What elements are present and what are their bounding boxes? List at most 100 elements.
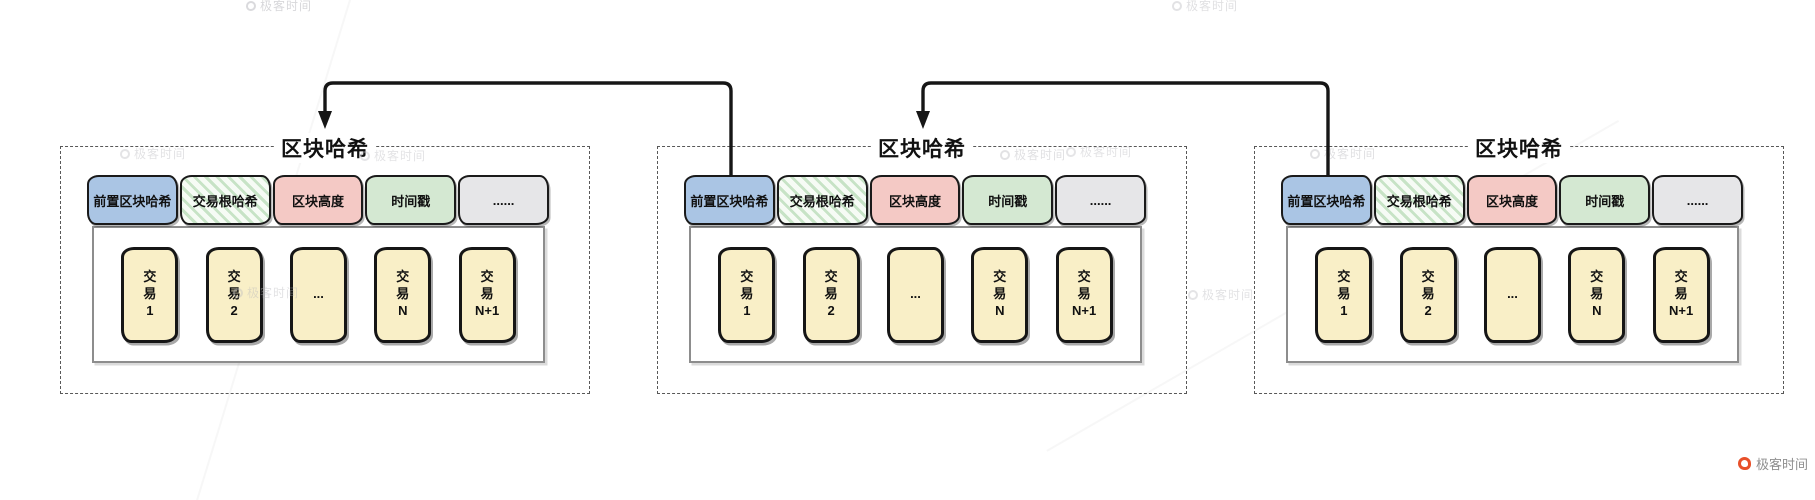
geektime-watermark-icon	[1000, 149, 1010, 160]
watermark-label: 极客时间	[1186, 0, 1239, 13]
field-label: 区块高度	[1485, 193, 1538, 209]
geektime-logo-icon	[1738, 457, 1751, 470]
transaction-label: 交 易 N	[993, 269, 1007, 318]
field-label: 时间戳	[988, 193, 1028, 209]
watermark-label: 极客时间	[1202, 288, 1255, 302]
field-timestamp: 时间戳	[1559, 175, 1651, 225]
watermark-label: 极客时间	[1080, 145, 1133, 159]
field-block-height: 区块高度	[272, 175, 364, 225]
geektime-watermark-icon	[360, 150, 370, 161]
block-header-row: 前置区块哈希 交易根哈希 区块高度 时间戳 ......	[684, 175, 1146, 225]
block-2: 区块哈希 前置区块哈希 交易根哈希 区块高度 时间戳 ...... 交 易 1 …	[657, 133, 1187, 394]
transaction-box: 交 易 N+1	[1652, 246, 1710, 343]
transaction-label: 交 易 2	[1421, 269, 1435, 318]
transaction-label: 交 易 1	[1337, 269, 1351, 318]
watermark: 极客时间	[120, 145, 186, 162]
field-label: ......	[492, 192, 515, 208]
transaction-label: ...	[910, 286, 921, 302]
watermark: 极客时间	[233, 284, 299, 301]
transaction-label: 交 易 1	[740, 269, 754, 318]
field-block-height: 区块高度	[1466, 175, 1558, 225]
geektime-watermark-icon	[120, 148, 130, 159]
watermark: 极客时间	[246, 0, 312, 14]
field-label: 区块高度	[888, 193, 941, 209]
block-header-row: 前置区块哈希 交易根哈希 区块高度 时间戳 ......	[1281, 175, 1743, 225]
transaction-label: 交 易 N+1	[1669, 269, 1694, 318]
watermark-label: 极客时间	[1014, 148, 1067, 162]
transaction-box: ...	[886, 246, 944, 343]
geektime-brand-label: 极客时间	[1756, 457, 1809, 472]
geektime-watermark-icon	[233, 287, 243, 298]
transaction-label: 交 易 2	[824, 269, 838, 318]
transaction-box: 交 易 1	[718, 246, 776, 343]
field-ellipsis: ......	[1055, 175, 1146, 225]
field-tx-root-hash: 交易根哈希	[1373, 175, 1465, 225]
field-timestamp: 时间戳	[962, 175, 1054, 225]
transaction-label: 交 易 N	[396, 269, 410, 318]
transaction-label: 交 易 N+1	[475, 269, 500, 318]
field-label: 交易根哈希	[1386, 193, 1452, 209]
transaction-label: 交 易 1	[143, 269, 157, 318]
transaction-box: ...	[289, 246, 347, 343]
field-label: 时间戳	[1585, 193, 1625, 209]
field-prev-block-hash: 前置区块哈希	[684, 175, 775, 225]
block-3: 区块哈希 前置区块哈希 交易根哈希 区块高度 时间戳 ...... 交 易 1 …	[1254, 133, 1784, 394]
watermark-label: 极客时间	[247, 286, 300, 300]
transaction-box: 交 易 2	[802, 246, 860, 343]
field-ellipsis: ......	[1652, 175, 1743, 225]
block-hash-label: 区块哈希	[871, 133, 973, 163]
watermark-label: 极客时间	[1324, 147, 1377, 161]
block-1: 区块哈希 前置区块哈希 交易根哈希 区块高度 时间戳 ...... 交 易 1 …	[60, 133, 590, 394]
field-prev-block-hash: 前置区块哈希	[1281, 175, 1372, 225]
watermark-label: 极客时间	[260, 0, 313, 13]
geektime-watermark-icon	[1066, 146, 1076, 157]
transaction-box: 交 易 N+1	[1055, 246, 1113, 343]
watermark: 极客时间	[1310, 145, 1376, 162]
geektime-watermark-icon	[1188, 289, 1198, 300]
transaction-box: 交 易 2	[1399, 246, 1457, 343]
geektime-watermark-icon	[1172, 0, 1182, 11]
field-block-height: 区块高度	[869, 175, 961, 225]
field-tx-root-hash: 交易根哈希	[179, 175, 271, 225]
watermark: 极客时间	[1000, 146, 1066, 163]
transaction-box: 交 易 1	[121, 246, 179, 343]
transaction-label: ...	[1507, 286, 1518, 302]
field-label: ......	[1089, 192, 1112, 208]
transaction-label: 交 易 N	[1590, 269, 1604, 318]
transaction-box: ...	[1483, 246, 1541, 343]
field-label: ......	[1686, 192, 1709, 208]
field-label: 前置区块哈希	[690, 193, 769, 209]
transaction-box: 交 易 N+1	[458, 246, 516, 343]
field-label: 前置区块哈希	[93, 193, 172, 209]
transaction-box: 交 易 1	[1315, 246, 1373, 343]
block-header-row: 前置区块哈希 交易根哈希 区块高度 时间戳 ......	[87, 175, 549, 225]
transaction-label: ...	[313, 286, 324, 302]
transaction-box: 交 易 N	[971, 246, 1029, 343]
watermark: 极客时间	[1188, 286, 1254, 303]
block-body: 交 易 1 交 易 2 ... 交 易 N 交 易 N+1	[92, 226, 545, 363]
geektime-watermark-icon	[1310, 148, 1320, 159]
watermark: 极客时间	[360, 147, 426, 164]
field-ellipsis: ......	[458, 175, 549, 225]
field-timestamp: 时间戳	[365, 175, 457, 225]
field-prev-block-hash: 前置区块哈希	[87, 175, 178, 225]
geektime-watermark-icon	[246, 0, 256, 11]
field-label: 时间戳	[391, 193, 431, 209]
block-body: 交 易 1 交 易 2 ... 交 易 N 交 易 N+1	[689, 226, 1142, 363]
watermark-label: 极客时间	[374, 149, 427, 163]
transaction-label: 交 易 N+1	[1072, 269, 1097, 318]
field-label: 区块高度	[291, 193, 344, 209]
field-label: 前置区块哈希	[1287, 193, 1366, 209]
transaction-box: 交 易 N	[374, 246, 432, 343]
field-tx-root-hash: 交易根哈希	[776, 175, 868, 225]
watermark: 极客时间	[1066, 143, 1132, 160]
geektime-brand: 极客时间	[1738, 454, 1808, 473]
watermark: 极客时间	[1172, 0, 1238, 14]
field-label: 交易根哈希	[789, 193, 855, 209]
field-label: 交易根哈希	[192, 193, 258, 209]
block-body: 交 易 1 交 易 2 ... 交 易 N 交 易 N+1	[1286, 226, 1739, 363]
block-hash-label: 区块哈希	[1468, 133, 1570, 163]
transaction-box: 交 易 N	[1568, 246, 1626, 343]
arrowhead-icon	[916, 111, 930, 129]
